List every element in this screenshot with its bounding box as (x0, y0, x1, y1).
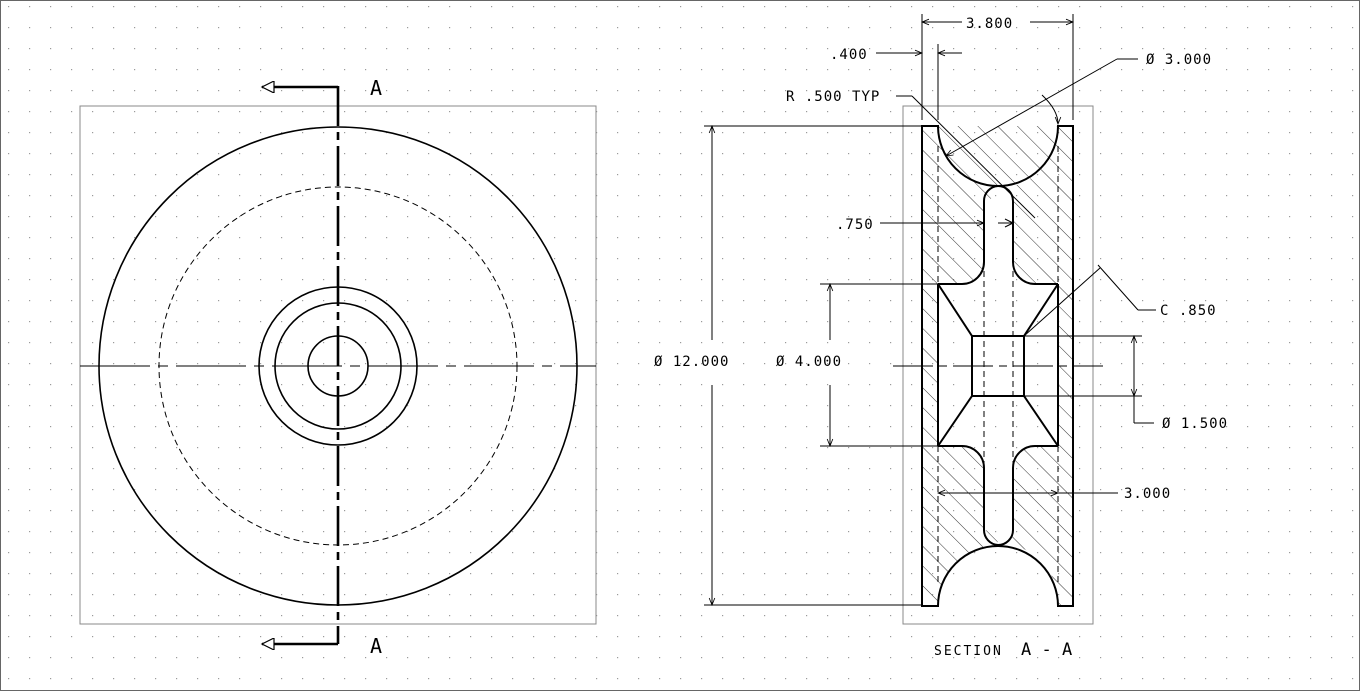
dim-hub-diameter: Ø 4.000 (776, 354, 842, 370)
dim-hub-width: 3.000 (1124, 486, 1171, 502)
dimension-texts: 3.800 .400 Ø 3.000 R .500 TYP .750 C .85… (654, 16, 1228, 502)
section-view-frame (902, 105, 1094, 625)
hatched-rim-and-web-top (922, 126, 1073, 606)
dim-bore-diameter: Ø 1.500 (1162, 416, 1228, 432)
dim-chamfer: C .850 (1160, 303, 1217, 319)
section-view (893, 105, 1103, 625)
section-caption-letters: A - A (1021, 640, 1072, 660)
dim-web-thickness: .750 (836, 217, 874, 233)
dim-overall-width: 3.800 (966, 16, 1013, 32)
dimension-lines (704, 14, 1156, 605)
dim-groove-diameter: Ø 3.000 (1146, 52, 1212, 68)
section-label-bottom: A (370, 634, 382, 658)
dim-outer-diameter: Ø 12.000 (654, 354, 729, 370)
front-view (79, 86, 597, 644)
section-caption-prefix: SECTION (934, 644, 1003, 659)
section-label-top: A (370, 76, 382, 100)
hatched-right-web (1010, 126, 1073, 606)
dim-rim-thickness: .400 (830, 47, 868, 63)
dim-fillet-radius: R .500 TYP (786, 89, 880, 105)
